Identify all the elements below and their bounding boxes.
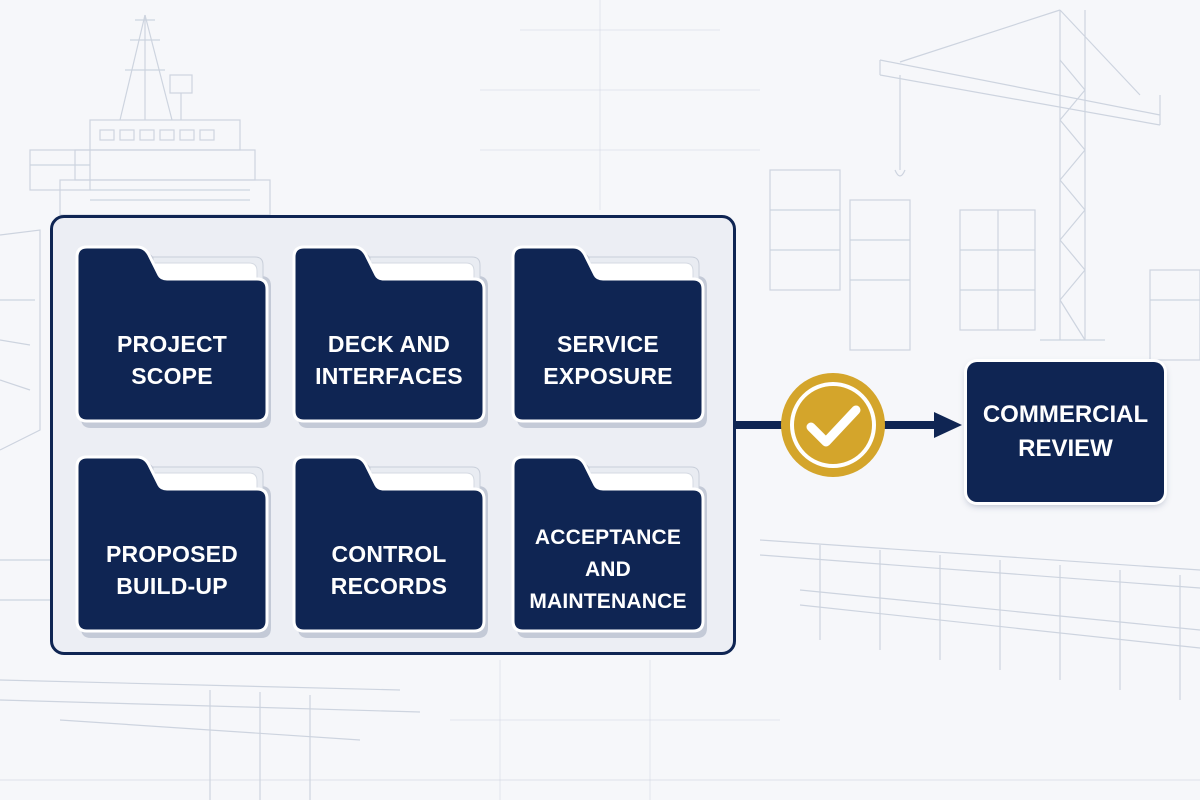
folder-card-4: PROPOSED BUILD-UP [75, 455, 271, 638]
folder-card-1: PROJECT SCOPE [75, 245, 271, 428]
commercial-review-box: COMMERCIAL REVIEW [967, 362, 1164, 502]
folder-label: PROPOSED BUILD-UP [106, 541, 238, 599]
folder-card-2: DECK AND INTERFACES [292, 245, 488, 428]
folder-icon [511, 455, 707, 638]
folder-icon [75, 455, 271, 638]
folder-label: DECK AND INTERFACES [315, 331, 463, 389]
folder-label: SERVICE EXPOSURE [543, 331, 673, 389]
folder-icon [511, 245, 707, 428]
folder-label: ACCEPTANCE AND MAINTENANCE [529, 526, 687, 613]
folder-label: PROJECT SCOPE [116, 331, 228, 389]
folder-card-3: SERVICE EXPOSURE [511, 245, 707, 428]
folder-icon [75, 245, 271, 428]
folder-card-5: CONTROL RECORDS [292, 455, 488, 638]
folder-icon [292, 455, 488, 638]
check-icon [781, 373, 885, 477]
folder-card-6: ACCEPTANCE AND MAINTENANCE [511, 455, 707, 638]
folder-icon [292, 245, 488, 428]
folder-label: CONTROL RECORDS [330, 541, 448, 599]
